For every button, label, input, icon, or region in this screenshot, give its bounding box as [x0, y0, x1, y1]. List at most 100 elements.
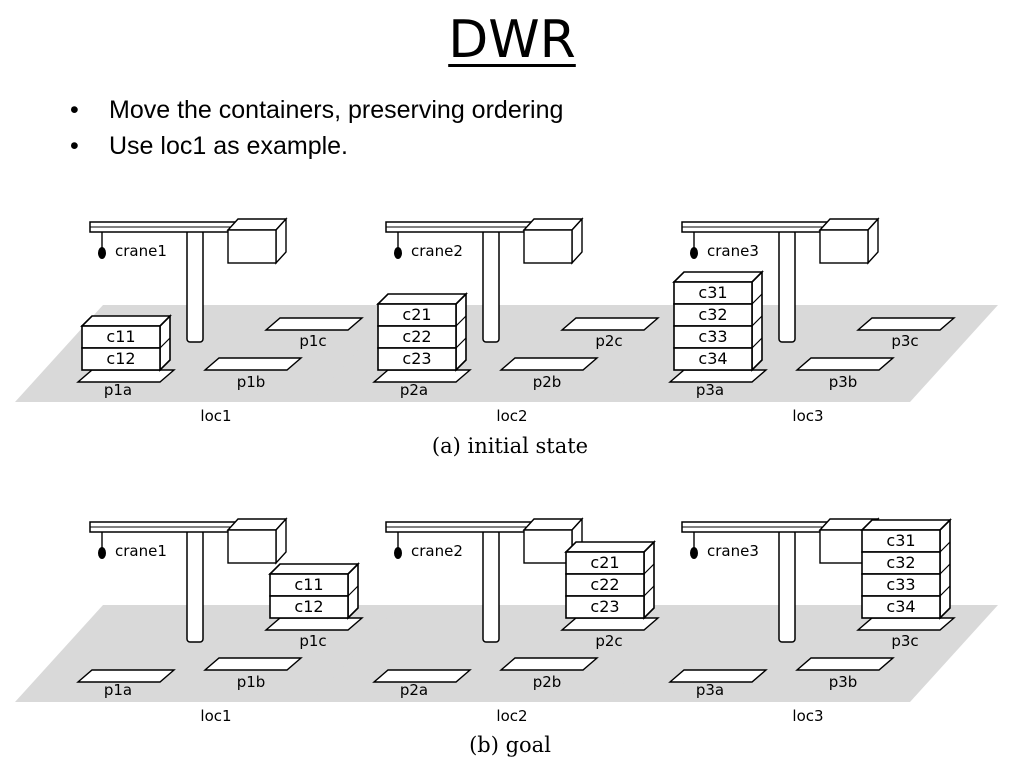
pallet-label: p1c: [299, 332, 326, 350]
container-side-edge: [751, 359, 763, 371]
container-side-edge: [455, 359, 467, 371]
pallet-p1c: [264, 617, 364, 631]
pallet-p2c: [560, 617, 660, 631]
pallet-p2b: [499, 657, 599, 671]
location-label: loc1: [200, 707, 231, 725]
pallet-label: p3b: [829, 673, 858, 691]
container-side-edge: [643, 563, 655, 575]
pallet-label: p3b: [829, 373, 858, 391]
container-stack-top: [376, 293, 468, 305]
container-label-c12: c12: [294, 597, 323, 616]
bullet-list: Move the containers, preserving ordering…: [66, 92, 563, 164]
crane-cabin: [227, 529, 277, 564]
container-side-edge: [939, 585, 951, 597]
container-label-c12: c12: [106, 349, 135, 368]
pallet-p3c: [856, 317, 956, 331]
location-label: loc2: [496, 407, 527, 425]
container-label-c34: c34: [698, 349, 727, 368]
pallet-label: p3c: [891, 332, 918, 350]
container-label-c33: c33: [886, 575, 915, 594]
pallet-label: p2c: [595, 332, 622, 350]
location-label: loc1: [200, 407, 231, 425]
container-label-c31: c31: [886, 531, 915, 550]
crane-label: crane2: [411, 242, 463, 260]
container-stack-side: [455, 292, 467, 372]
pallet-label: p1c: [299, 632, 326, 650]
container-side-edge: [643, 585, 655, 597]
pallet-p2b: [499, 357, 599, 371]
pallet-p3b: [795, 657, 895, 671]
pallet-p1b: [203, 357, 303, 371]
location-loc3: crane3 p3a p3b p3c c31 c32 c33 c34 loc3: [607, 217, 998, 425]
pallet-label: p2a: [400, 381, 428, 399]
crane-cabin: [523, 229, 573, 264]
container-label-c22: c22: [402, 327, 431, 346]
container-stack-top: [564, 541, 656, 553]
pallet-p1c: [264, 317, 364, 331]
slide-title: DWR: [448, 10, 576, 70]
pallet-label: p1a: [104, 681, 132, 699]
container-label-c21: c21: [590, 553, 619, 572]
container-side-edge: [347, 585, 359, 597]
crane-post: [186, 529, 204, 643]
pallet-p3b: [795, 357, 895, 371]
pallet-label: p2c: [595, 632, 622, 650]
crane-hook: [98, 247, 106, 259]
crane-cabin: [819, 229, 869, 264]
crane-label: crane3: [707, 542, 759, 560]
crane-label: crane1: [115, 542, 167, 560]
container-side-edge: [159, 337, 171, 349]
container-label-c31: c31: [698, 283, 727, 302]
container-box: [861, 595, 941, 619]
bullet-item: Move the containers, preserving ordering: [66, 92, 563, 128]
pallet-p1a: [76, 669, 176, 683]
pallet-p3a: [668, 669, 768, 683]
container-label-c23: c23: [402, 349, 431, 368]
location-label: loc3: [792, 707, 823, 725]
pallet-p3a: [668, 369, 768, 383]
pallet-label: p1a: [104, 381, 132, 399]
pallet-label: p2a: [400, 681, 428, 699]
container-label-c22: c22: [590, 575, 619, 594]
crane-post: [482, 529, 500, 643]
container-label-c33: c33: [698, 327, 727, 346]
container-label-c34: c34: [886, 597, 915, 616]
container-side-edge: [751, 337, 763, 349]
pallet-label: p3c: [891, 632, 918, 650]
crane-label: crane3: [707, 242, 759, 260]
container-label-c11: c11: [294, 575, 323, 594]
pallet-label: p1b: [237, 373, 266, 391]
container-box: [565, 595, 645, 619]
pallet-label: p1b: [237, 673, 266, 691]
container-side-edge: [159, 359, 171, 371]
container-side-edge: [455, 315, 467, 327]
container-box: [269, 595, 349, 619]
container-stack-top: [268, 563, 360, 575]
crane-post: [778, 229, 796, 343]
container-label-c23: c23: [590, 597, 619, 616]
pallet-label: p3a: [696, 381, 724, 399]
container-side-edge: [939, 541, 951, 553]
container-stack-top: [672, 271, 764, 283]
diagram-caption: (b) goal: [469, 733, 551, 757]
container-label-c32: c32: [698, 305, 727, 324]
bullet-item: Use loc1 as example.: [66, 128, 563, 164]
diagram-caption: (a) initial state: [432, 434, 588, 458]
location-loc1: crane1 p1a p1b p1c c11 c12 loc1: [15, 517, 406, 725]
container-stack-top: [80, 315, 172, 327]
location-label: loc3: [792, 407, 823, 425]
crane-hook: [98, 547, 106, 559]
pallet-p2a: [372, 669, 472, 683]
container-side-edge: [939, 563, 951, 575]
container-box: [673, 347, 753, 371]
crane-post: [482, 229, 500, 343]
pallet-p2c: [560, 317, 660, 331]
crane-hook: [690, 247, 698, 259]
container-side-edge: [643, 607, 655, 619]
